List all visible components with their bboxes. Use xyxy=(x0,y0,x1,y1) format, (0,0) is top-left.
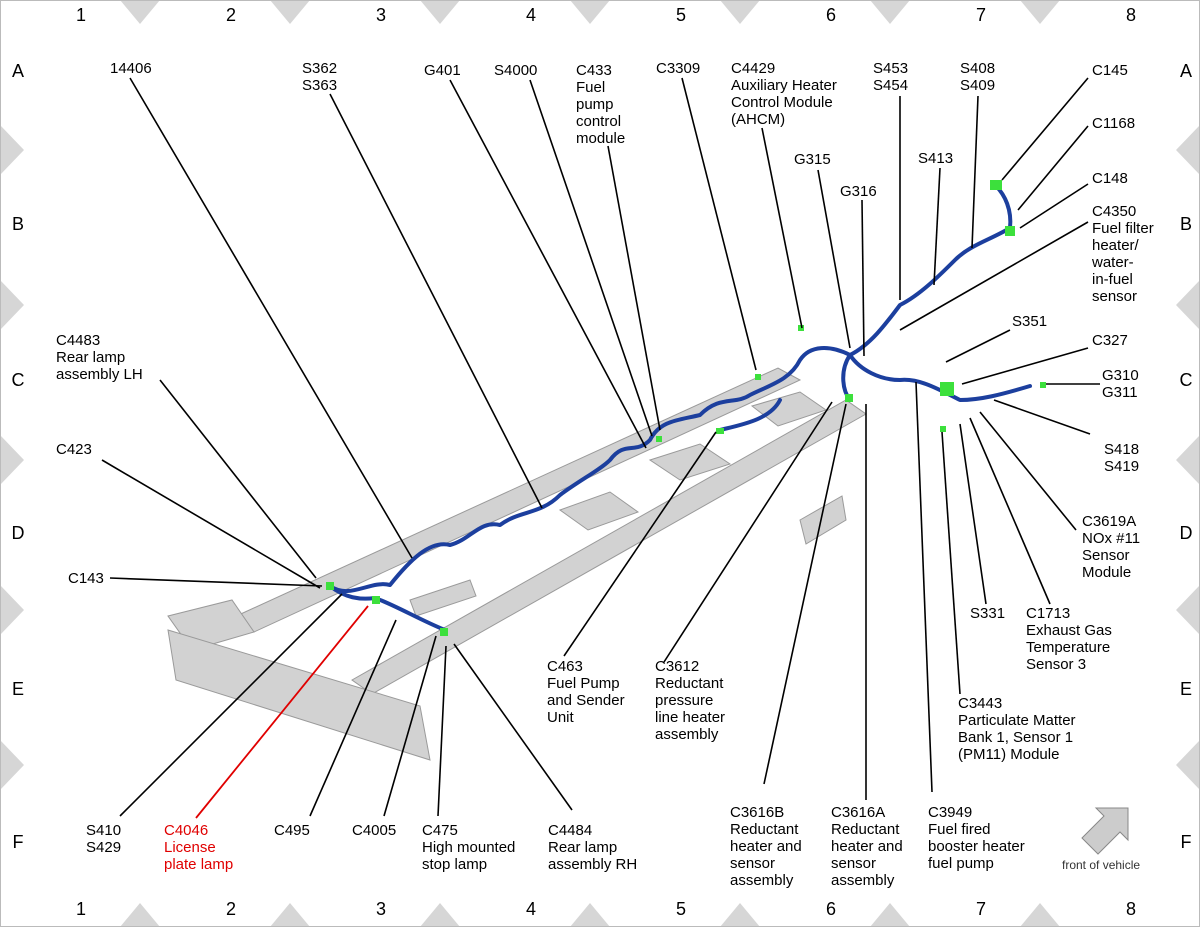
chassis-frame xyxy=(167,367,867,761)
callout-lines xyxy=(101,77,1100,817)
grid-col-7-top: 7 xyxy=(975,5,986,25)
label-c4483: C4483 Rear lamp assembly LH xyxy=(56,332,143,383)
grid-row-e-left: E xyxy=(11,679,24,699)
label-c3309: C3309 xyxy=(656,60,701,77)
label-c423: C423 xyxy=(56,441,92,458)
connector-c3309 xyxy=(755,374,761,380)
connector-c143 xyxy=(326,582,334,590)
highlight-callout-line xyxy=(195,605,369,819)
label-s4000: S4000 xyxy=(494,62,538,79)
grid-row-b-right: B xyxy=(1179,214,1192,234)
connector-c3949 xyxy=(940,426,946,432)
label-c1168: C1168 xyxy=(1092,115,1136,132)
label-s418: S418 S419 xyxy=(1104,441,1140,475)
connector-c463 xyxy=(716,428,724,434)
label-c4005: C4005 xyxy=(352,822,397,839)
label-c148: C148 xyxy=(1092,170,1128,187)
grid-row-e-right: E xyxy=(1179,679,1192,699)
connector-g310 xyxy=(940,382,954,396)
label-c327: C327 xyxy=(1092,332,1128,349)
label-s408: S408 S409 xyxy=(960,60,996,94)
grid-col-2-bottom: 2 xyxy=(225,899,236,919)
label-c1713: C1713 Exhaust Gas Temperature Sensor 3 xyxy=(1026,605,1112,673)
grid-col-1-top: 1 xyxy=(75,5,86,25)
label-c3612: C3612 Reductant pressure line heater ass… xyxy=(655,658,726,743)
label-c495: C495 xyxy=(274,822,310,839)
grid-col-4-bottom: 4 xyxy=(525,899,536,919)
label-14406: 14406 xyxy=(110,60,152,77)
connector-g311 xyxy=(1040,382,1046,388)
connector-c475 xyxy=(440,628,448,636)
label-c145: C145 xyxy=(1092,62,1128,79)
label-c143: C143 xyxy=(68,570,104,587)
front-of-vehicle-caption: front of vehicle xyxy=(1062,858,1141,872)
label-g310: G310 G311 xyxy=(1102,367,1139,401)
grid-row-b-left: B xyxy=(11,214,24,234)
connector-c4429 xyxy=(798,325,804,331)
connector-c145 xyxy=(990,180,1002,190)
grid-col-5-top: 5 xyxy=(675,5,686,25)
grid-col-4-top: 4 xyxy=(525,5,536,25)
label-g316: G316 xyxy=(840,183,877,200)
grid-col-6-top: 6 xyxy=(825,5,836,25)
label-c4429: C4429 Auxiliary Heater Control Module (A… xyxy=(731,60,837,128)
connector-c4350 xyxy=(1005,226,1015,236)
front-arrow-icon xyxy=(1081,807,1129,855)
grid-row-d-left: D xyxy=(11,523,25,543)
grid-col-1-bottom: 1 xyxy=(75,899,86,919)
label-c3443: C3443 Particulate Matter Bank 1, Sensor … xyxy=(958,695,1076,763)
label-c3949: C3949 Fuel fired booster heater fuel pum… xyxy=(928,804,1025,872)
grid-row-c-right: C xyxy=(1179,370,1193,390)
label-c433: C433 Fuel pump control module xyxy=(576,62,626,147)
grid-col-8-bottom: 8 xyxy=(1125,899,1136,919)
grid-col-5-bottom: 5 xyxy=(675,899,686,919)
grid-col-7-bottom: 7 xyxy=(975,899,986,919)
grid-row-c-left: C xyxy=(11,370,25,390)
label-g401: G401 xyxy=(424,62,461,79)
grid-row-f-left: F xyxy=(12,832,24,852)
grid-col-3-bottom: 3 xyxy=(375,899,386,919)
label-c4484: C4484 Rear lamp assembly RH xyxy=(548,822,638,873)
label-s410: S410 S429 xyxy=(86,822,122,856)
grid-col-2-top: 2 xyxy=(225,5,236,25)
grid-row-d-right: D xyxy=(1179,523,1193,543)
label-c3619a: C3619A NOx #11 Sensor Module xyxy=(1082,513,1141,581)
label-s351: S351 xyxy=(1012,313,1048,330)
label-s453: S453 S454 xyxy=(873,60,909,94)
label-c463: C463 Fuel Pump and Sender Unit xyxy=(547,658,625,726)
label-c3616b: C3616B Reductant heater and sensor assem… xyxy=(730,804,802,889)
grid-col-6-bottom: 6 xyxy=(825,899,836,919)
grid-row-a-left: A xyxy=(11,61,24,81)
label-c3616a: C3616A Reductant heater and sensor assem… xyxy=(831,804,903,889)
connector-c3616b xyxy=(845,394,853,402)
label-s413: S413 xyxy=(918,150,954,167)
label-c4046: C4046 License plate lamp xyxy=(164,822,234,873)
grid-col-8-top: 8 xyxy=(1125,5,1136,25)
grid-row-a-right: A xyxy=(1179,61,1192,81)
grid-row-f-right: F xyxy=(1180,832,1192,852)
connectors xyxy=(326,180,1046,636)
label-c4350: C4350 Fuel filter heater/ water- in-fuel… xyxy=(1092,203,1154,305)
label-s362: S362 S363 xyxy=(302,60,338,94)
grid-col-3-top: 3 xyxy=(375,5,386,25)
label-c475: C475 High mounted stop lamp xyxy=(422,822,516,873)
connector-c4046 xyxy=(372,596,380,604)
wiring-harness xyxy=(328,184,1032,632)
label-g315: G315 xyxy=(794,151,831,168)
connector-c433 xyxy=(656,436,662,442)
label-s331: S331 xyxy=(970,605,1006,622)
